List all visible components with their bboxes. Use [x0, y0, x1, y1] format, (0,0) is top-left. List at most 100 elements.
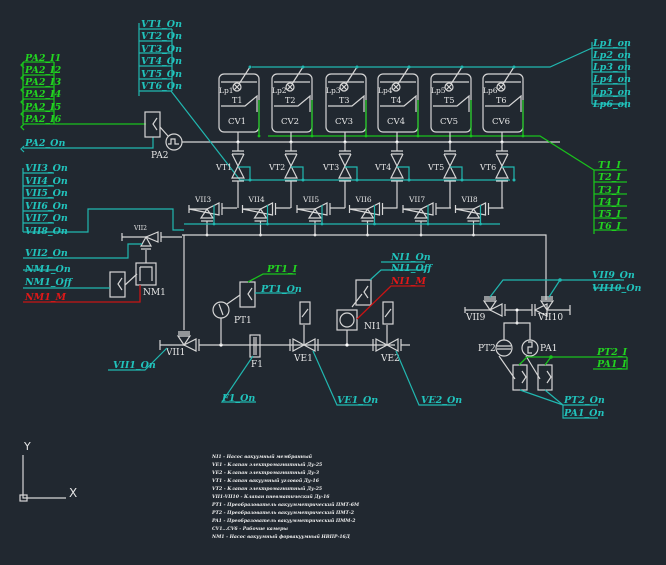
signal-label: NI1_Off	[390, 263, 434, 274]
signal-label: VII1_On	[113, 360, 156, 371]
t-current-bus: T1_I T2_I T3_I T4_I T5_I T6_I	[268, 135, 627, 234]
signal-label: PT1_On	[260, 284, 302, 295]
signal-label: NM1_Off	[24, 277, 74, 288]
pa2-on-signal: PA2_On	[20, 137, 154, 153]
sensor-label: T5	[444, 96, 454, 105]
signal-label: NM1_M	[24, 292, 67, 303]
vii-valve: VII8	[454, 195, 504, 237]
signal-label: PA2_On	[24, 138, 65, 149]
signal-label: VE2_On	[421, 395, 462, 406]
pa2-converter: PA2	[144, 111, 560, 161]
main-manifold	[182, 234, 547, 300]
lamp-icon	[496, 82, 506, 92]
signal-label: PA1_On	[563, 408, 604, 419]
vt-valve: VT3	[322, 142, 359, 208]
signal-label: T4_I	[598, 197, 621, 208]
ni1-label: NI1	[364, 322, 381, 332]
valve-label: VII7	[408, 195, 425, 204]
vt-on-bus: VT1_On VT2_On VT3_On VT4_On VT5_On VT6_O…	[138, 19, 510, 181]
legend-entry: NM1 - Насос вакуумный форвакуумный НВПР-…	[211, 533, 351, 540]
lp-on-bus: Lp1_on Lp2_on Lp3_on Lp4_on Lp5_on Lp6_o…	[252, 38, 631, 110]
valve-label: VT1	[215, 163, 232, 172]
valve-label: VII3	[194, 195, 211, 204]
signal-label: NI1_M	[390, 276, 426, 287]
lamp-label: Lp3	[326, 86, 341, 95]
signal-label: PA2_I5	[24, 102, 62, 113]
signal-label: NI1_On	[390, 252, 431, 263]
sensor-label: T4	[391, 96, 401, 105]
signal-label: T3_I	[598, 185, 621, 196]
sensor-label: T6	[496, 96, 506, 105]
ucs-icon: Y X	[19, 440, 77, 502]
signal-label: Lp1_on	[592, 38, 631, 49]
vii9-label: VII9	[465, 313, 486, 323]
signal-label: VE1_On	[337, 395, 378, 406]
vii-valve: VII5	[296, 195, 345, 237]
vt-valve: VT2	[268, 142, 305, 208]
valve-label: VII6	[355, 195, 372, 204]
f1-filter: F1 F1_On	[220, 334, 263, 404]
signal-label: VII10_On	[592, 283, 642, 294]
valve-label: VT5	[427, 163, 444, 172]
pt1-gauge: PT1 PT1_I PT1_On	[212, 264, 302, 345]
vii2-valve: VII2 VII2_On	[23, 225, 182, 263]
signal-label: VT3_On	[141, 44, 182, 55]
signal-label: VII8_On	[25, 226, 68, 237]
legend-entry: PT2 - Преобразователь вакуумметрический …	[211, 509, 354, 516]
vt-valve: VT1	[215, 142, 252, 208]
signal-label: VT2_On	[141, 31, 182, 42]
lamp-label: Lp1	[219, 86, 234, 95]
chamber-label: CV5	[440, 117, 458, 127]
vt-valve: VT4	[374, 142, 411, 208]
signal-label: NM1_On	[24, 264, 71, 275]
signal-label: VT6_On	[141, 81, 182, 92]
pa2-label: PA2	[151, 151, 168, 161]
lamp-icon	[232, 82, 242, 92]
signal-label: T6_I	[598, 221, 621, 232]
ve1-label: VE1	[293, 354, 313, 364]
vii-valve: VII7	[402, 195, 451, 237]
signal-label: PA2_I2	[24, 65, 62, 76]
lamp-label: Lp4	[378, 86, 393, 95]
signal-label: VII9_On	[592, 270, 635, 281]
signal-label: PA2_I1	[24, 53, 61, 64]
signal-label: VT1_On	[141, 19, 182, 30]
legend-entry: VE1 - Клапан электромагнитный Ду-25	[212, 461, 322, 468]
legend-entry: VT2 - Клапан электромагнитный Ду-25	[212, 485, 322, 492]
nm1-label: NM1	[143, 288, 166, 298]
signal-label: VII4_On	[25, 176, 68, 187]
nm1-pump: NM1 NM1_On NM1_Off NM1_M	[23, 262, 166, 303]
ve1-valve: VE1 VE1_On	[289, 301, 378, 406]
vii2-label: VII2	[133, 225, 147, 232]
signal-label: Lp6_on	[592, 99, 631, 110]
signal-label: VII5_On	[25, 188, 68, 199]
vii-on-bus: VII3_On VII4_On VII5_On VII6_On VII7_On …	[22, 163, 184, 237]
lamp-label: Lp5	[431, 86, 446, 95]
legend-entry: PT1 - Преобразователь вакуумметрический …	[211, 501, 360, 508]
lamp-label: Lp2	[272, 86, 287, 95]
pa1-label: PA1	[540, 344, 557, 354]
vt-valve: VT5	[427, 142, 464, 208]
legend-entry: CV1...CV6 - Рабочие камеры	[212, 525, 288, 532]
valve-label: VII5	[302, 195, 319, 204]
chamber-label: CV2	[281, 117, 299, 127]
lamp-icon	[339, 82, 349, 92]
legend-entry: PA1 - Преобразователь вакуумметрический …	[211, 517, 355, 524]
chamber-label: CV3	[335, 117, 353, 127]
pt2-pa1-sensors: PT2 PA1 PT2_I PA1_I PT2_On PA1_On	[478, 322, 628, 419]
signal-label: Lp4_on	[592, 74, 631, 85]
lamp-icon	[391, 82, 401, 92]
vii-valve: VII4	[241, 195, 291, 237]
valve-label: VT2	[268, 163, 285, 172]
vii-valve: VII3	[188, 195, 237, 237]
sensor-label: T1	[232, 96, 242, 105]
signal-label: VII3_On	[25, 163, 68, 174]
signal-label: PT2_I	[596, 347, 628, 358]
signal-label: PA2_I3	[24, 77, 62, 88]
